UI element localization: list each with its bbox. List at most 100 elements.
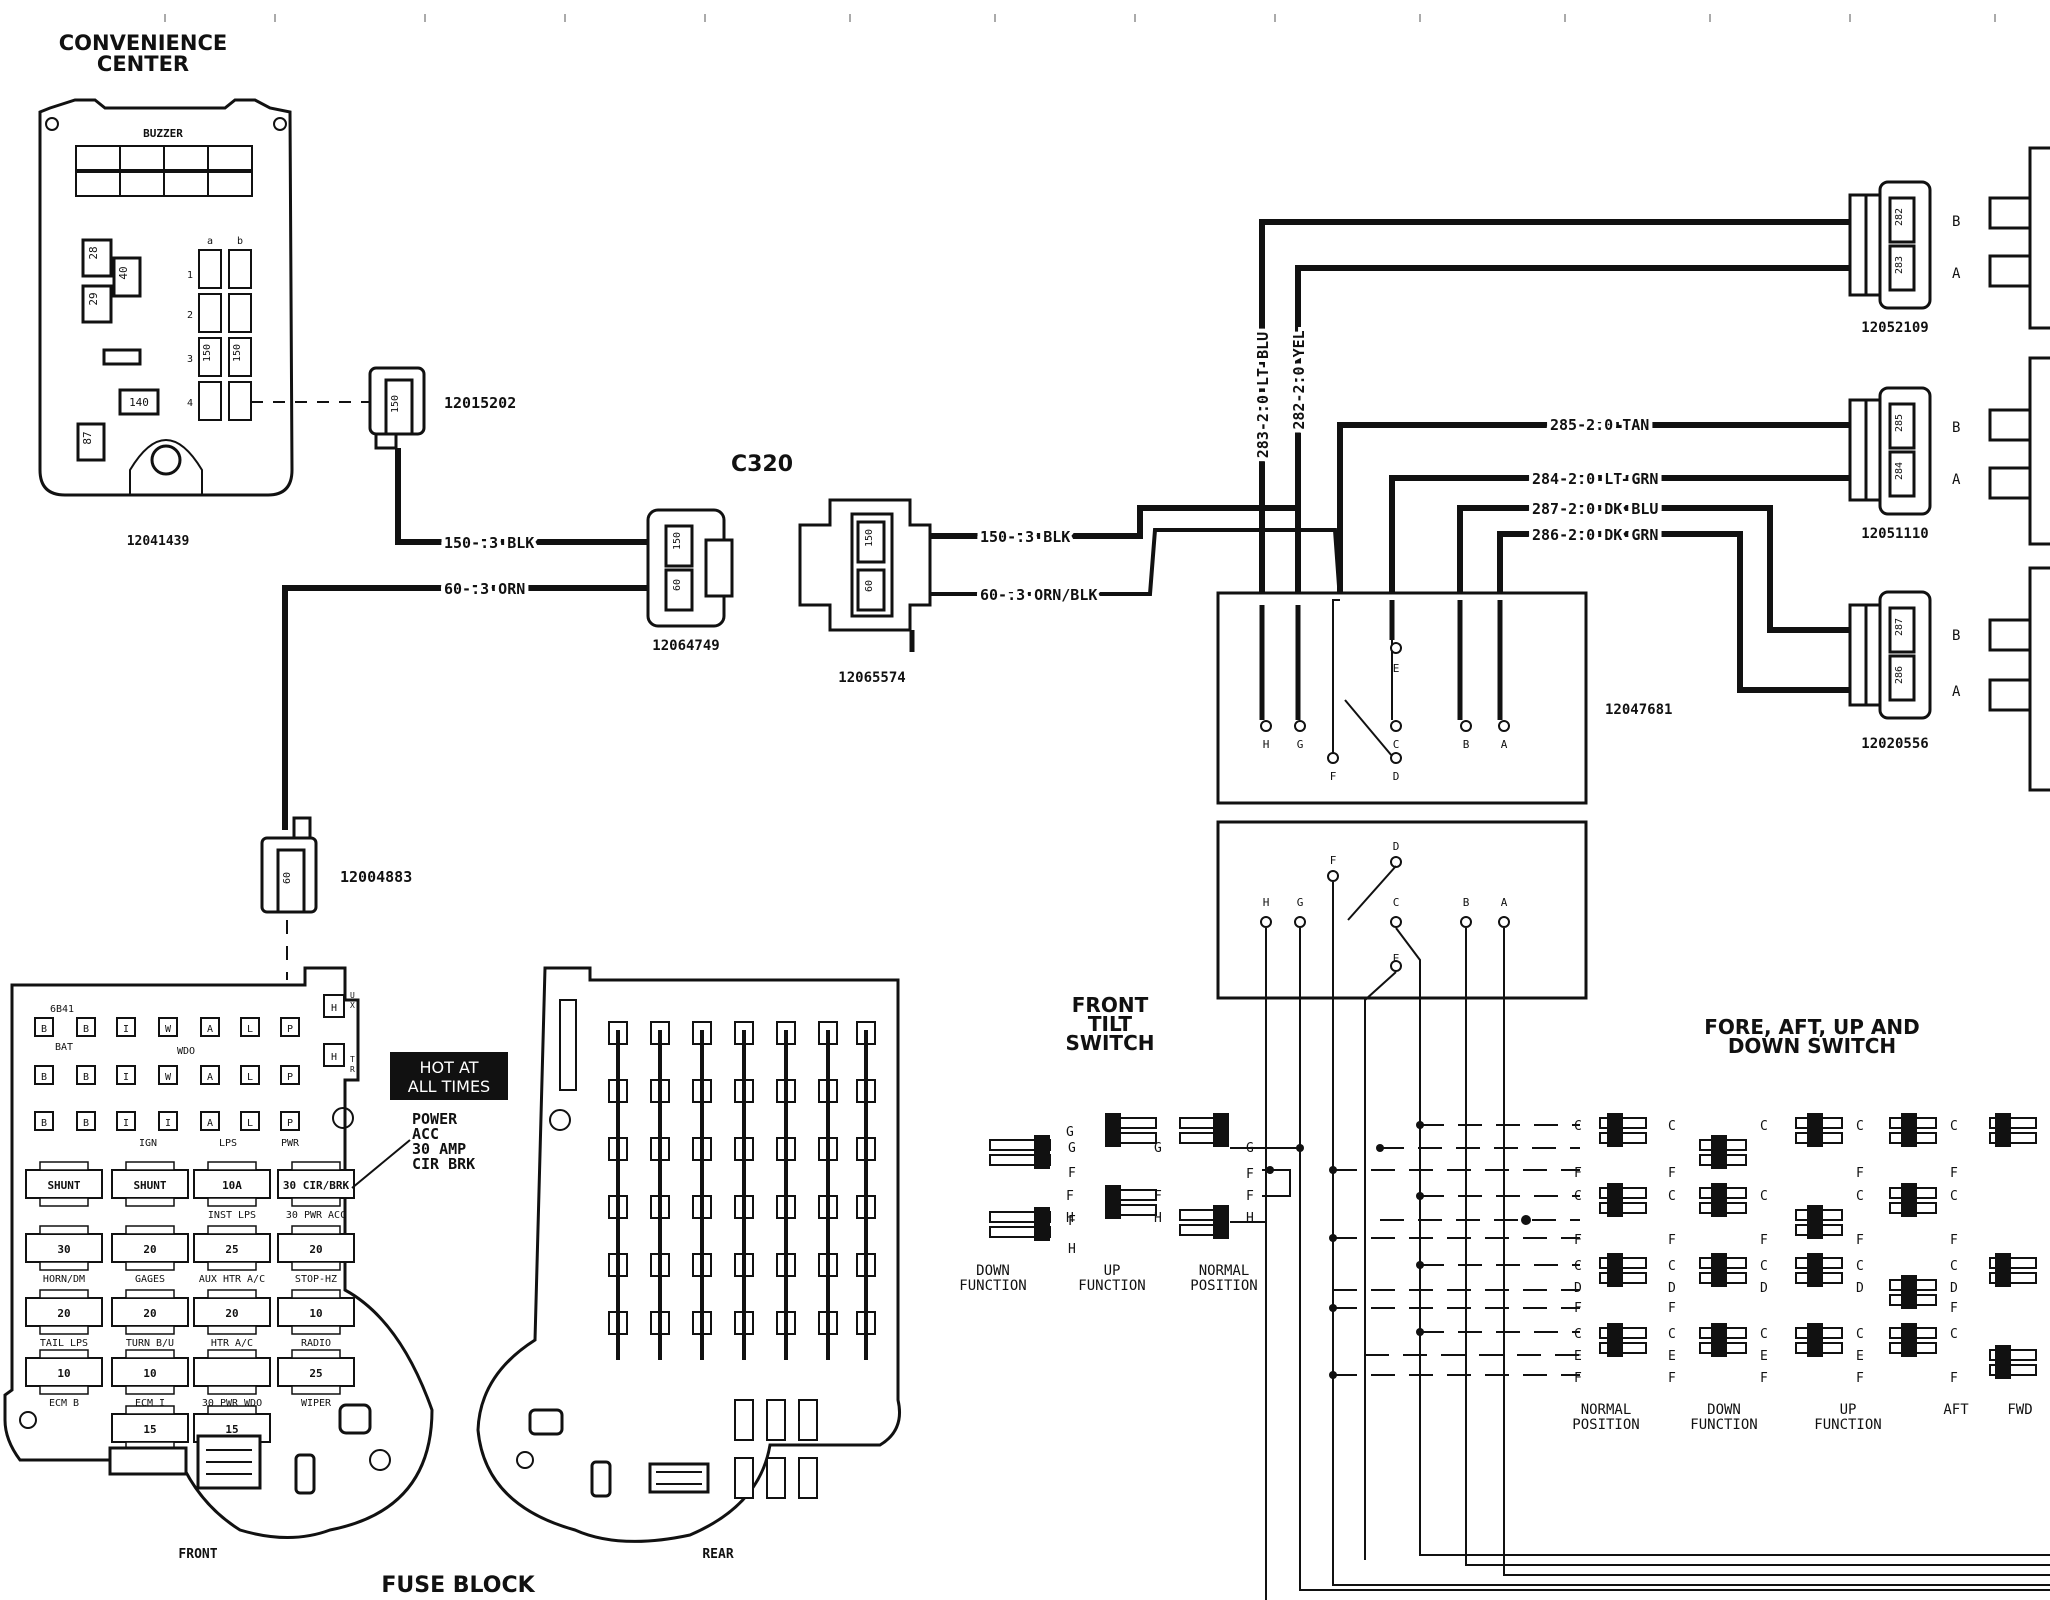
part-12064749: 12064749 xyxy=(652,638,719,654)
fore-aft-switch: FORE, AFT, UP AND DOWN SWITCH xyxy=(1329,1015,2037,1433)
fore-title-2: DOWN SWITCH xyxy=(1728,1034,1896,1058)
tilt-f-4: F xyxy=(1154,1189,1162,1204)
fuse-terminal-label: I xyxy=(123,1072,129,1083)
hot-1: HOT AT xyxy=(420,1058,479,1077)
fa-c-3: C xyxy=(1574,1259,1582,1274)
wire-283-label: 283-2.0 LT BLU xyxy=(1254,332,1272,458)
fuse-terminal-label: B xyxy=(83,1024,89,1035)
fuse-value: 25 xyxy=(309,1367,322,1380)
fuse-value: 15 xyxy=(143,1423,156,1436)
buzzer-label: BUZZER xyxy=(143,127,183,140)
tilt-up-2: FUNCTION xyxy=(1078,1278,1145,1294)
fuse-terminal-label: B xyxy=(41,1072,47,1083)
fuse-slot: SHUNT xyxy=(25,1161,103,1207)
tilt-f-1: F xyxy=(1068,1166,1076,1181)
label-bat: BAT xyxy=(55,1042,73,1053)
fuse-circuit-label: GAGES xyxy=(135,1274,165,1285)
conn-4883-60: 60 xyxy=(282,872,293,884)
terminals-top xyxy=(1260,642,1510,764)
fa-up-2: FUNCTION xyxy=(1814,1417,1881,1433)
cell-40: 40 xyxy=(117,266,130,279)
cell-150a: 150 xyxy=(202,344,213,362)
fuse-terminal xyxy=(200,1017,220,1037)
fa-e-1: E xyxy=(1574,1349,1582,1364)
label-wdo: WDO xyxy=(177,1046,195,1057)
tilt-title-1: FRONT xyxy=(1072,993,1149,1017)
power-acc-2: ACC xyxy=(412,1125,439,1143)
fa4-f-1: F xyxy=(1856,1166,1864,1181)
cav-286: 286 xyxy=(1894,666,1905,684)
wire-287-label: 287-2.0 DK BLU xyxy=(1532,500,1658,518)
term-bot-c: C xyxy=(1393,896,1400,909)
fuse-terminal xyxy=(280,1111,300,1131)
term-bot-d: D xyxy=(1393,840,1400,853)
wire-60-orn-label: 60-.3 ORN xyxy=(444,580,525,598)
fuse-terminal xyxy=(116,1111,136,1131)
fa-f-2: F xyxy=(1574,1233,1582,1248)
side-b-3: B xyxy=(1952,628,1960,644)
part-12065574: 12065574 xyxy=(838,670,905,686)
fuse-terminal-label: I xyxy=(123,1024,129,1035)
fa5-c-3: C xyxy=(1950,1259,1958,1274)
tilt-g-2: G xyxy=(1066,1125,1074,1140)
fa2-f-1: F xyxy=(1668,1166,1676,1181)
fuse-circuit-label: ECM B xyxy=(49,1398,79,1409)
side-t: T xyxy=(350,1055,355,1064)
tilt-h-2: H xyxy=(1066,1211,1074,1226)
tilt-normal-1: NORMAL xyxy=(1199,1263,1250,1279)
convenience-center: CONVENIENCE CENTER BUZZER 28 29 40 140 8… xyxy=(38,31,294,549)
fa5-d-1: D xyxy=(1950,1281,1958,1296)
fa-c-1: C xyxy=(1574,1119,1582,1134)
tilt-f-5: F xyxy=(1246,1167,1254,1182)
connector-12020556: 287 286 B A 12020556 xyxy=(1848,590,1961,752)
fuse-value: 30 xyxy=(57,1243,70,1256)
col-a: a xyxy=(207,236,213,247)
term-bot-g: G xyxy=(1297,896,1304,909)
fa-down-1: DOWN xyxy=(1707,1402,1741,1418)
term-bot-b: B xyxy=(1463,896,1470,909)
side-h-2: H xyxy=(331,1052,337,1063)
fa5-f-2: F xyxy=(1950,1233,1958,1248)
term-top-d: D xyxy=(1393,770,1400,783)
cell-150b: 150 xyxy=(232,344,243,362)
fuse-value: 20 xyxy=(143,1243,156,1256)
term-top-e: E xyxy=(1393,662,1400,675)
tilt-g-1: G xyxy=(1068,1141,1076,1156)
connector-12065574: 150 60 12065574 xyxy=(798,498,932,686)
fuse-terminal-label: P xyxy=(287,1118,293,1129)
fa-f-3: F xyxy=(1574,1301,1582,1316)
term-top-b: B xyxy=(1463,738,1470,751)
fuse-value: 25 xyxy=(225,1243,238,1256)
fuse-circuit-label: 30 PWR ACC xyxy=(286,1210,346,1221)
tilt-g-3: G xyxy=(1154,1141,1162,1156)
row-1: 1 xyxy=(187,270,193,281)
fuse-terminal xyxy=(240,1065,260,1085)
tilt-f-2: F xyxy=(1068,1214,1076,1229)
fore-title-1: FORE, AFT, UP AND xyxy=(1704,1015,1919,1039)
fuse-value: 10 xyxy=(309,1307,322,1320)
power-acc-1: POWER xyxy=(412,1110,458,1128)
tilt-normal-2: POSITION xyxy=(1190,1278,1257,1294)
side-b-1: B xyxy=(1952,214,1960,230)
term-top-h: H xyxy=(1263,738,1270,751)
fuse-circuit-label: AUX HTR A/C xyxy=(199,1274,265,1285)
fa5-f-4: F xyxy=(1950,1371,1958,1386)
fuse-terminal xyxy=(200,1065,220,1085)
term-bot-h: H xyxy=(1263,896,1270,909)
fuse-circuit-label: STOP-HZ xyxy=(295,1274,337,1285)
term-bot-e: E xyxy=(1393,952,1400,965)
tilt-title-3: SWITCH xyxy=(1066,1031,1155,1055)
fuse-terminal xyxy=(76,1111,96,1131)
part-12052109: 12052109 xyxy=(1861,320,1928,336)
cav-283: 283 xyxy=(1894,256,1905,274)
fuse-terminal xyxy=(280,1065,300,1085)
part-12015202: 12015202 xyxy=(444,394,516,412)
fa2-f-4: F xyxy=(1668,1371,1676,1386)
side-x: X xyxy=(350,1001,355,1010)
fa2-d-1: D xyxy=(1668,1281,1676,1296)
hot-at-all-times-box: HOT AT ALL TIMES xyxy=(390,1052,508,1100)
fuse-terminal-label: B xyxy=(83,1072,89,1083)
